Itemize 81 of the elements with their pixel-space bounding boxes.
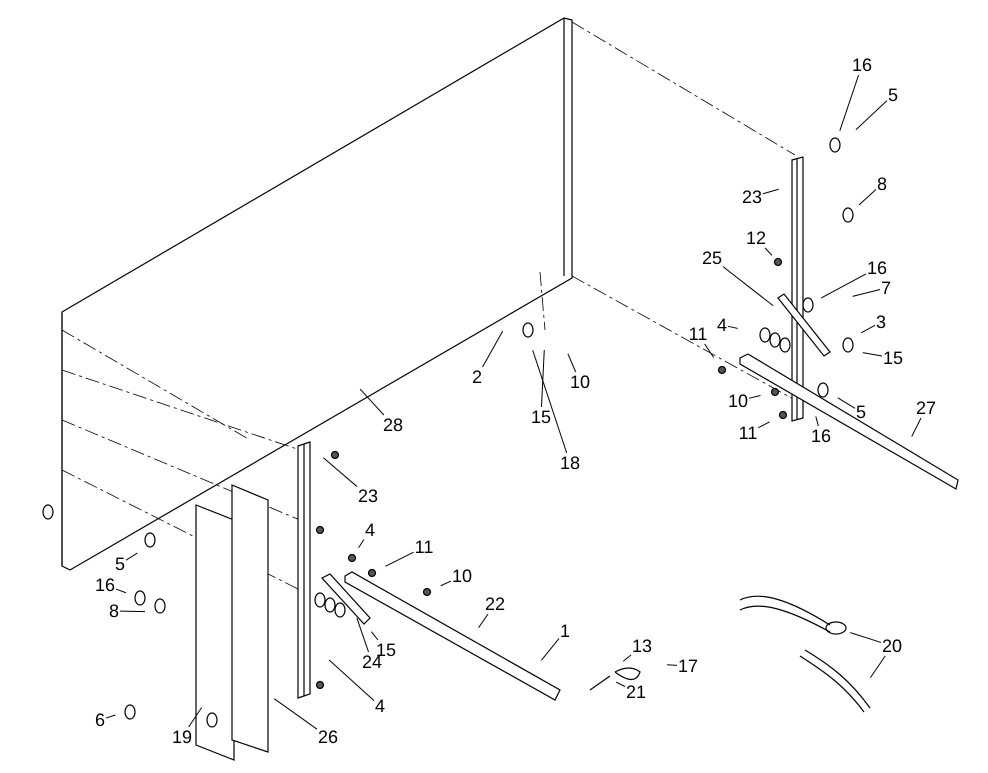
leader-line	[837, 397, 856, 409]
leader-line	[120, 610, 146, 612]
callout-number: 8	[876, 174, 888, 194]
leader-line	[188, 706, 202, 728]
callout-number: 3	[875, 312, 887, 332]
leader-line	[722, 266, 774, 306]
leader-line	[762, 188, 780, 194]
leader-line	[274, 698, 318, 730]
callout-number: 13	[630, 636, 654, 656]
leader-line	[532, 350, 568, 454]
leader-line	[666, 664, 678, 666]
leader-line	[482, 330, 504, 368]
callout-number: 6	[94, 710, 106, 730]
leader-line	[440, 580, 452, 586]
leader-line	[384, 552, 414, 567]
leader-line	[758, 421, 770, 428]
leader-line	[126, 552, 138, 561]
leader-line	[106, 714, 116, 719]
leader-line	[728, 326, 738, 329]
callout-number: 20	[880, 636, 904, 656]
leader-line	[322, 457, 358, 488]
callout-number: 2	[471, 367, 483, 387]
callout-number: 12	[744, 228, 768, 248]
leader-line	[850, 632, 882, 643]
callout-number: 11	[688, 324, 708, 344]
leader-line	[764, 248, 772, 256]
callout-number: 1	[559, 621, 571, 641]
callout-number: 18	[558, 453, 582, 473]
callout-number: 4	[374, 696, 386, 716]
callout-number: 8	[108, 601, 120, 621]
callout-number: 21	[624, 682, 648, 702]
callout-number: 10	[450, 566, 474, 586]
callout-number: 23	[356, 486, 380, 506]
leader-line	[911, 418, 922, 438]
callout-number: 11	[738, 423, 758, 443]
leader-line	[540, 638, 560, 661]
callout-number: 25	[700, 248, 724, 268]
callout-number: 17	[676, 656, 700, 676]
leader-line	[478, 614, 489, 628]
leader-line	[360, 388, 384, 416]
callout-number: 16	[94, 575, 116, 595]
callout-number: 7	[880, 278, 892, 298]
callout-number: 23	[740, 187, 764, 207]
leader-line	[855, 100, 888, 130]
leader-line	[815, 416, 819, 426]
leader-line	[852, 289, 880, 297]
callout-number: 5	[855, 402, 867, 422]
callout-number: 10	[568, 372, 592, 392]
callout-number: 22	[484, 594, 506, 614]
callout-number: 16	[810, 426, 832, 446]
callout-number: 10	[726, 391, 750, 411]
leader-line	[839, 74, 860, 132]
leader-line	[622, 654, 632, 662]
leader-line	[567, 353, 576, 372]
leader-line	[370, 631, 378, 640]
callout-number: 16	[866, 258, 888, 278]
leader-line	[328, 660, 374, 702]
callout-number: 19	[170, 727, 194, 747]
leader-line	[870, 656, 886, 678]
leader-line	[860, 324, 876, 334]
callout-number: 11	[414, 537, 434, 557]
leader-line	[858, 188, 876, 206]
leader-line	[358, 538, 364, 548]
callout-number: 5	[887, 85, 899, 105]
leader-line	[116, 588, 126, 594]
callout-number: 27	[914, 398, 938, 418]
leader-line	[356, 618, 370, 652]
leader-line	[704, 344, 714, 358]
callout-number: 15	[530, 407, 552, 427]
callout-number: 15	[882, 348, 904, 368]
callout-number: 4	[364, 520, 376, 540]
callout-number: 5	[114, 554, 126, 574]
leader-line	[748, 395, 761, 399]
callout-number: 26	[316, 727, 340, 747]
leader-line	[862, 352, 882, 357]
leader-line	[616, 682, 626, 687]
callout-number: 4	[716, 315, 728, 335]
leader-line	[541, 349, 545, 408]
callout-number: 16	[850, 55, 874, 75]
callout-number: 28	[382, 415, 404, 435]
leader-line	[820, 273, 866, 298]
